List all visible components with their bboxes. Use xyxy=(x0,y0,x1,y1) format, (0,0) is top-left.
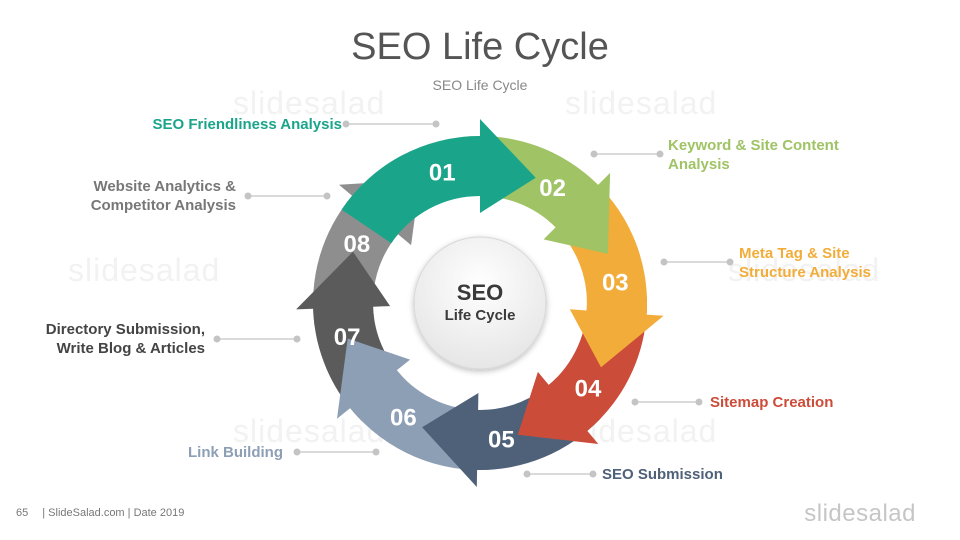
label-step-07: Directory Submission,Write Blog & Articl… xyxy=(45,321,205,357)
watermark: slidesalad xyxy=(565,85,718,121)
watermark: slidesalad xyxy=(728,252,881,288)
connector-dot xyxy=(293,448,301,456)
connector-dot xyxy=(695,398,703,406)
step-number-05: 05 xyxy=(488,426,515,453)
connector-dot xyxy=(293,335,301,343)
footer-text: | SlideSalad.com | Date 2019 xyxy=(42,507,185,519)
footer: 65 | SlideSalad.com | Date 2019 xyxy=(16,507,184,519)
step-number-02: 02 xyxy=(539,175,566,202)
label-step-04: Sitemap Creation xyxy=(710,394,834,411)
connector-dot xyxy=(631,398,639,406)
brand-logo: slidesalad xyxy=(804,500,916,527)
connector-dot xyxy=(589,470,597,478)
watermark: slidesalad xyxy=(68,252,221,288)
connector-dot xyxy=(244,192,252,200)
connector-dot xyxy=(660,258,668,266)
label-step-05: SEO Submission xyxy=(602,466,723,483)
center-subtitle: Life Cycle xyxy=(445,307,516,324)
connector-dot xyxy=(342,120,350,128)
connector-dot xyxy=(372,448,380,456)
step-number-08: 08 xyxy=(344,231,371,258)
connector-dot xyxy=(726,258,734,266)
page-subtitle: SEO Life Cycle xyxy=(432,77,528,93)
center-circle xyxy=(413,236,547,370)
step-number-04: 04 xyxy=(575,375,602,402)
center-title: SEO xyxy=(457,280,503,305)
connector-dot xyxy=(656,150,664,158)
label-step-08: Website Analytics &Competitor Analysis xyxy=(90,178,236,214)
step-number-01: 01 xyxy=(429,159,456,186)
label-step-06: Link Building xyxy=(188,444,283,461)
step-number-07: 07 xyxy=(334,324,361,351)
connector-dot xyxy=(213,335,221,343)
cycle-segment-01 xyxy=(341,119,536,244)
connector-dot xyxy=(432,120,440,128)
connector-dot xyxy=(590,150,598,158)
page-title: SEO Life Cycle xyxy=(351,26,609,68)
connector-dot xyxy=(523,470,531,478)
watermark: slidesalad xyxy=(233,413,386,449)
label-step-01: SEO Friendliness Analysis xyxy=(152,116,342,133)
step-number-06: 06 xyxy=(390,405,417,432)
connector-dot xyxy=(323,192,331,200)
watermark: slidesalad xyxy=(233,85,386,121)
page-number: 65 xyxy=(16,507,29,519)
step-number-03: 03 xyxy=(602,270,629,297)
